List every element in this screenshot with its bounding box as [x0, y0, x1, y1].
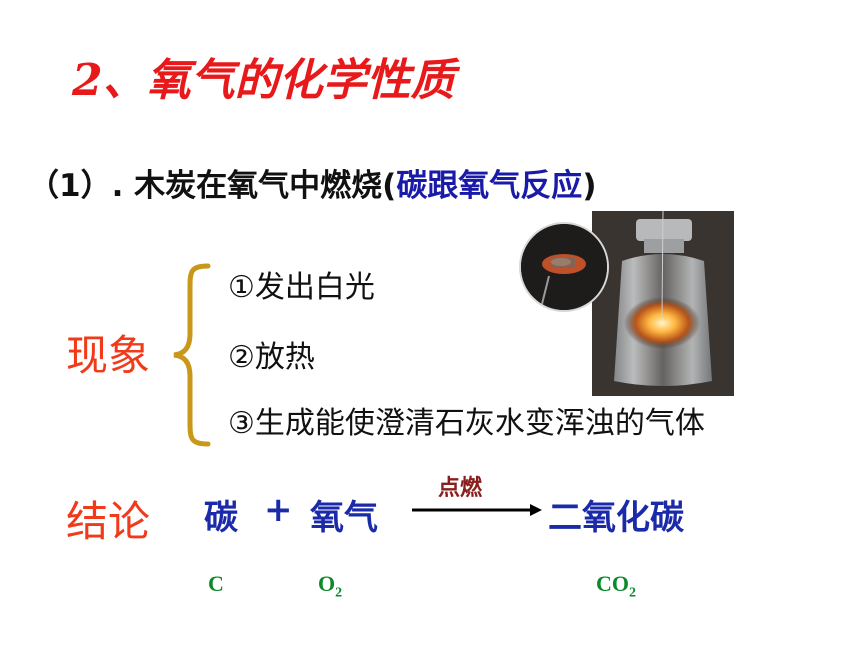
- phenomenon-1: ①发出白光: [228, 270, 375, 305]
- formula-co2: CO2: [596, 571, 636, 601]
- curly-brace: [173, 263, 211, 447]
- reaction-condition: 点燃: [438, 476, 483, 501]
- formula-carbon: C: [208, 571, 224, 596]
- plus-sign: +: [264, 490, 293, 530]
- formula-co2-base: CO: [596, 571, 629, 596]
- page-title: 2、氧气的化学性质: [72, 55, 455, 106]
- phenomena-label: 现象: [66, 331, 151, 380]
- subtitle-highlight: 碳跟氧气反应: [396, 168, 583, 204]
- conclusion-label: 结论: [66, 497, 151, 546]
- jar-photo: [592, 211, 734, 396]
- formula-oxygen-base: O: [318, 571, 336, 596]
- subtitle-suffix: ): [582, 168, 597, 204]
- reactant-oxygen: 氧气: [310, 498, 378, 538]
- reactant-carbon: 碳: [204, 498, 238, 538]
- section-subtitle: （1）. 木炭在氧气中燃烧(碳跟氧气反应): [28, 160, 596, 205]
- formula-oxygen-sub: 2: [335, 585, 343, 601]
- phenomenon-2: ②放热: [228, 340, 315, 375]
- reaction-arrow: [412, 504, 542, 516]
- product-co2: 二氧化碳: [548, 498, 684, 538]
- subtitle-prefix: （1）. 木炭在氧气中燃烧(: [28, 168, 397, 204]
- charcoal-inset-photo: [519, 222, 609, 312]
- formula-co2-sub: 2: [629, 585, 636, 601]
- formula-oxygen: O2: [318, 571, 342, 601]
- phenomenon-3: ③生成能使澄清石灰水变浑浊的气体: [228, 406, 705, 441]
